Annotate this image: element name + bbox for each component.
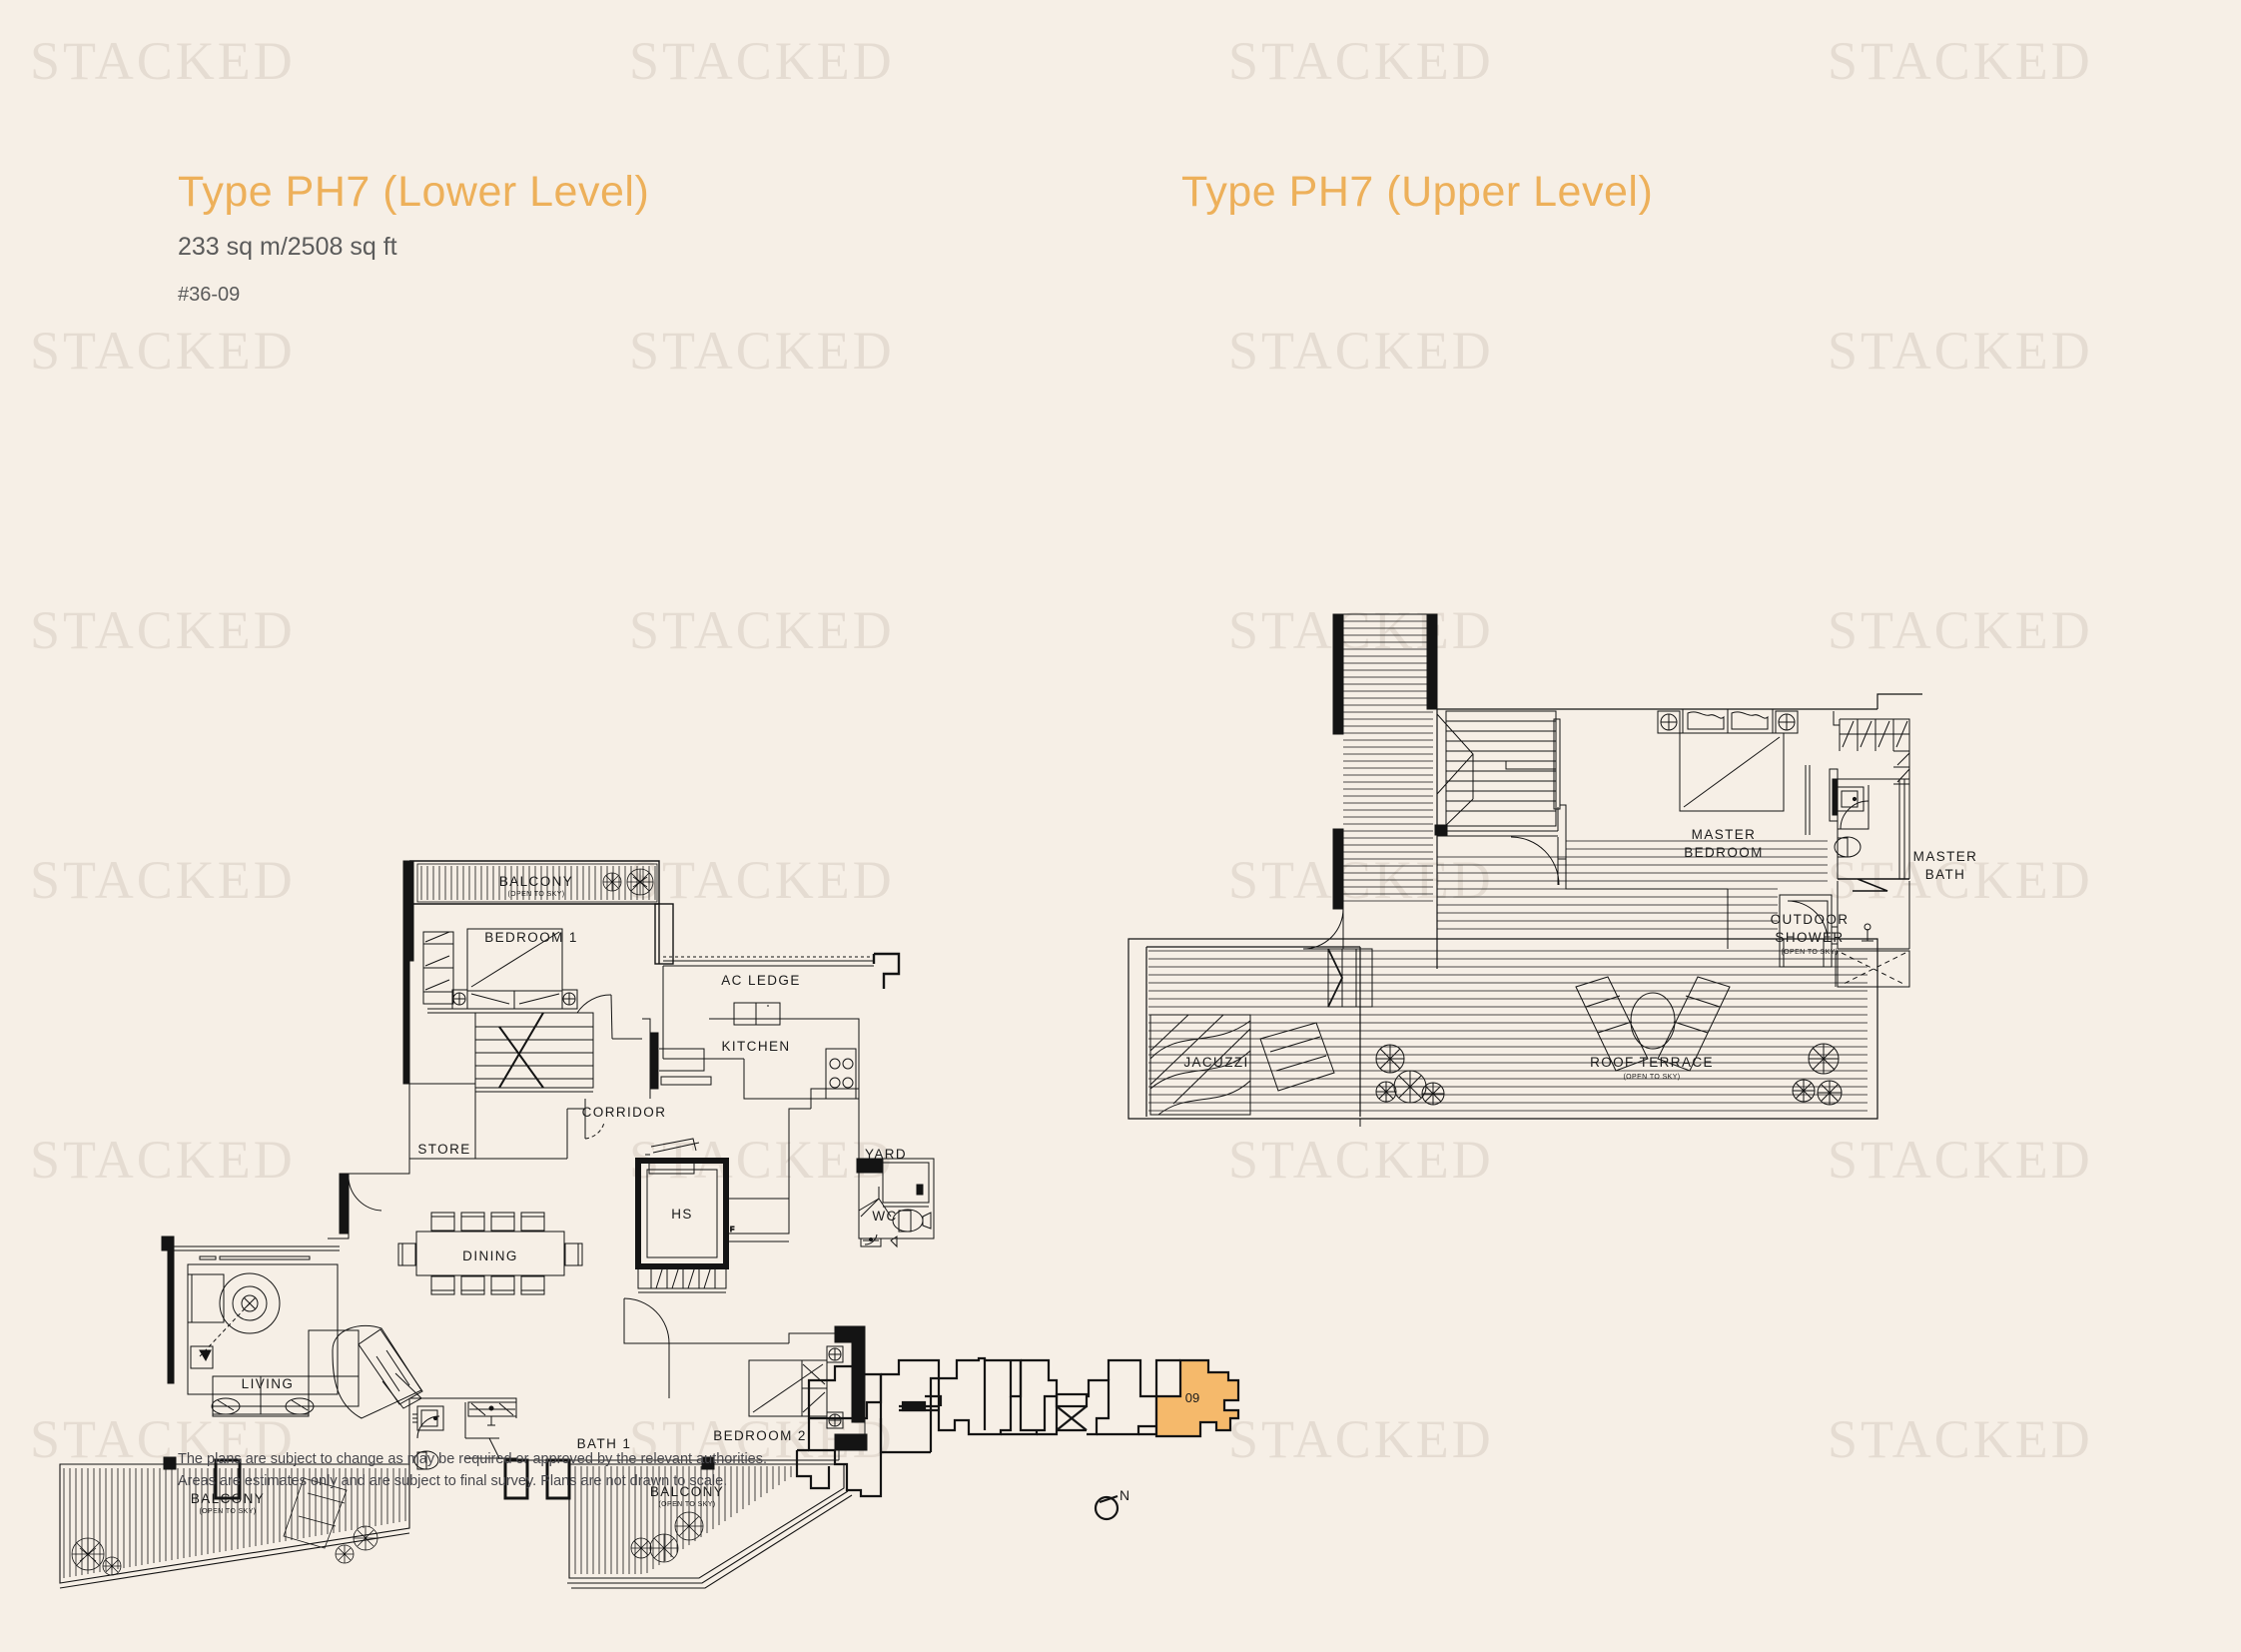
room-label: ROOF TERRACE [1590,1055,1714,1070]
watermark: STACKED [1828,31,2093,91]
room-label: WC [872,1209,897,1224]
watermark: STACKED [629,31,895,91]
watermark: STACKED [1228,31,1494,91]
room-sublabel: (OPEN TO SKY) [507,891,564,898]
room-label: MASTER [1692,827,1757,842]
room-label: CORRIDOR [582,1105,667,1120]
room-label: KITCHEN [721,1039,790,1054]
disclaimer: The plans are subject to change as may b… [178,1448,767,1493]
room-label: OUTDOOR [1771,912,1850,927]
room-label: BEDROOM 2 [713,1428,807,1443]
room-label: DINING [462,1248,518,1263]
room-sublabel: (OPEN TO SKY) [1781,949,1838,956]
room-label: BEDROOM [1684,845,1764,860]
lower-level-room-labels: BALCONY (OPEN TO SKY) BEDROOM 1 AC LEDGE… [191,874,907,1515]
lower-level-plan-area: 233 sq m/2508 sq ft [178,233,397,261]
watermark: STACKED [1828,321,2093,381]
room-label: BATH 1 [577,1436,632,1451]
upper-level-room-labels: MASTER BEDROOM MASTER BATH OUTDOOR SHOWE… [1183,827,1978,1081]
room-sublabel: (OPEN TO SKY) [1623,1074,1680,1081]
room-sublabel: (OPEN TO SKY) [658,1501,715,1508]
watermark: STACKED [1828,1409,2093,1469]
room-label: BATH [1925,867,1966,882]
room-label: LIVING [242,1376,295,1391]
unit-number-label: 09 [1185,1390,1199,1405]
room-label: YARD [865,1147,907,1162]
disclaimer-line-1: The plans are subject to change as may b… [178,1451,768,1467]
watermark: STACKED [30,321,296,381]
lower-level-title-block: Type PH7 (Lower Level) 233 sq m/2508 sq … [178,168,649,307]
room-label: BALCONY [650,1484,724,1499]
upper-level-title-block: Type PH7 (Upper Level) [1181,168,1653,217]
room-label: BALCONY [499,874,573,889]
room-label: MASTER [1913,849,1978,864]
upper-level-floorplan: MASTER BEDROOM MASTER BATH OUTDOOR SHOWE… [1127,613,1978,1127]
room-sublabel: (OPEN TO SKY) [199,1508,256,1515]
lower-level-unit-number: #36-09 [178,284,241,306]
watermark: STACKED [1228,321,1494,381]
disclaimer-line-2: Areas are estimates only and are subject… [178,1473,728,1490]
highlighted-unit-09[interactable]: 09 [1154,1358,1240,1438]
room-label: BALCONY [191,1491,265,1506]
lower-level-floorplan: F [59,860,935,1589]
room-label: JACUZZI [1183,1055,1248,1070]
key-plan: 09 N [795,1356,1240,1521]
room-label: HS [671,1207,693,1222]
upper-level-plan-title: Type PH7 (Upper Level) [1181,168,1654,216]
lower-level-plan-title: Type PH7 (Lower Level) [178,168,650,216]
north-arrow-icon [1094,1494,1120,1521]
room-label: BEDROOM 1 [484,930,578,945]
room-label: STORE [417,1142,470,1157]
watermark: STACKED [629,321,895,381]
plant-icon [602,868,654,896]
room-label: SHOWER [1775,930,1844,945]
watermark: STACKED [30,31,296,91]
north-label: N [1120,1487,1129,1503]
room-label: AC LEDGE [721,973,800,988]
svg-text:F: F [730,1227,734,1234]
